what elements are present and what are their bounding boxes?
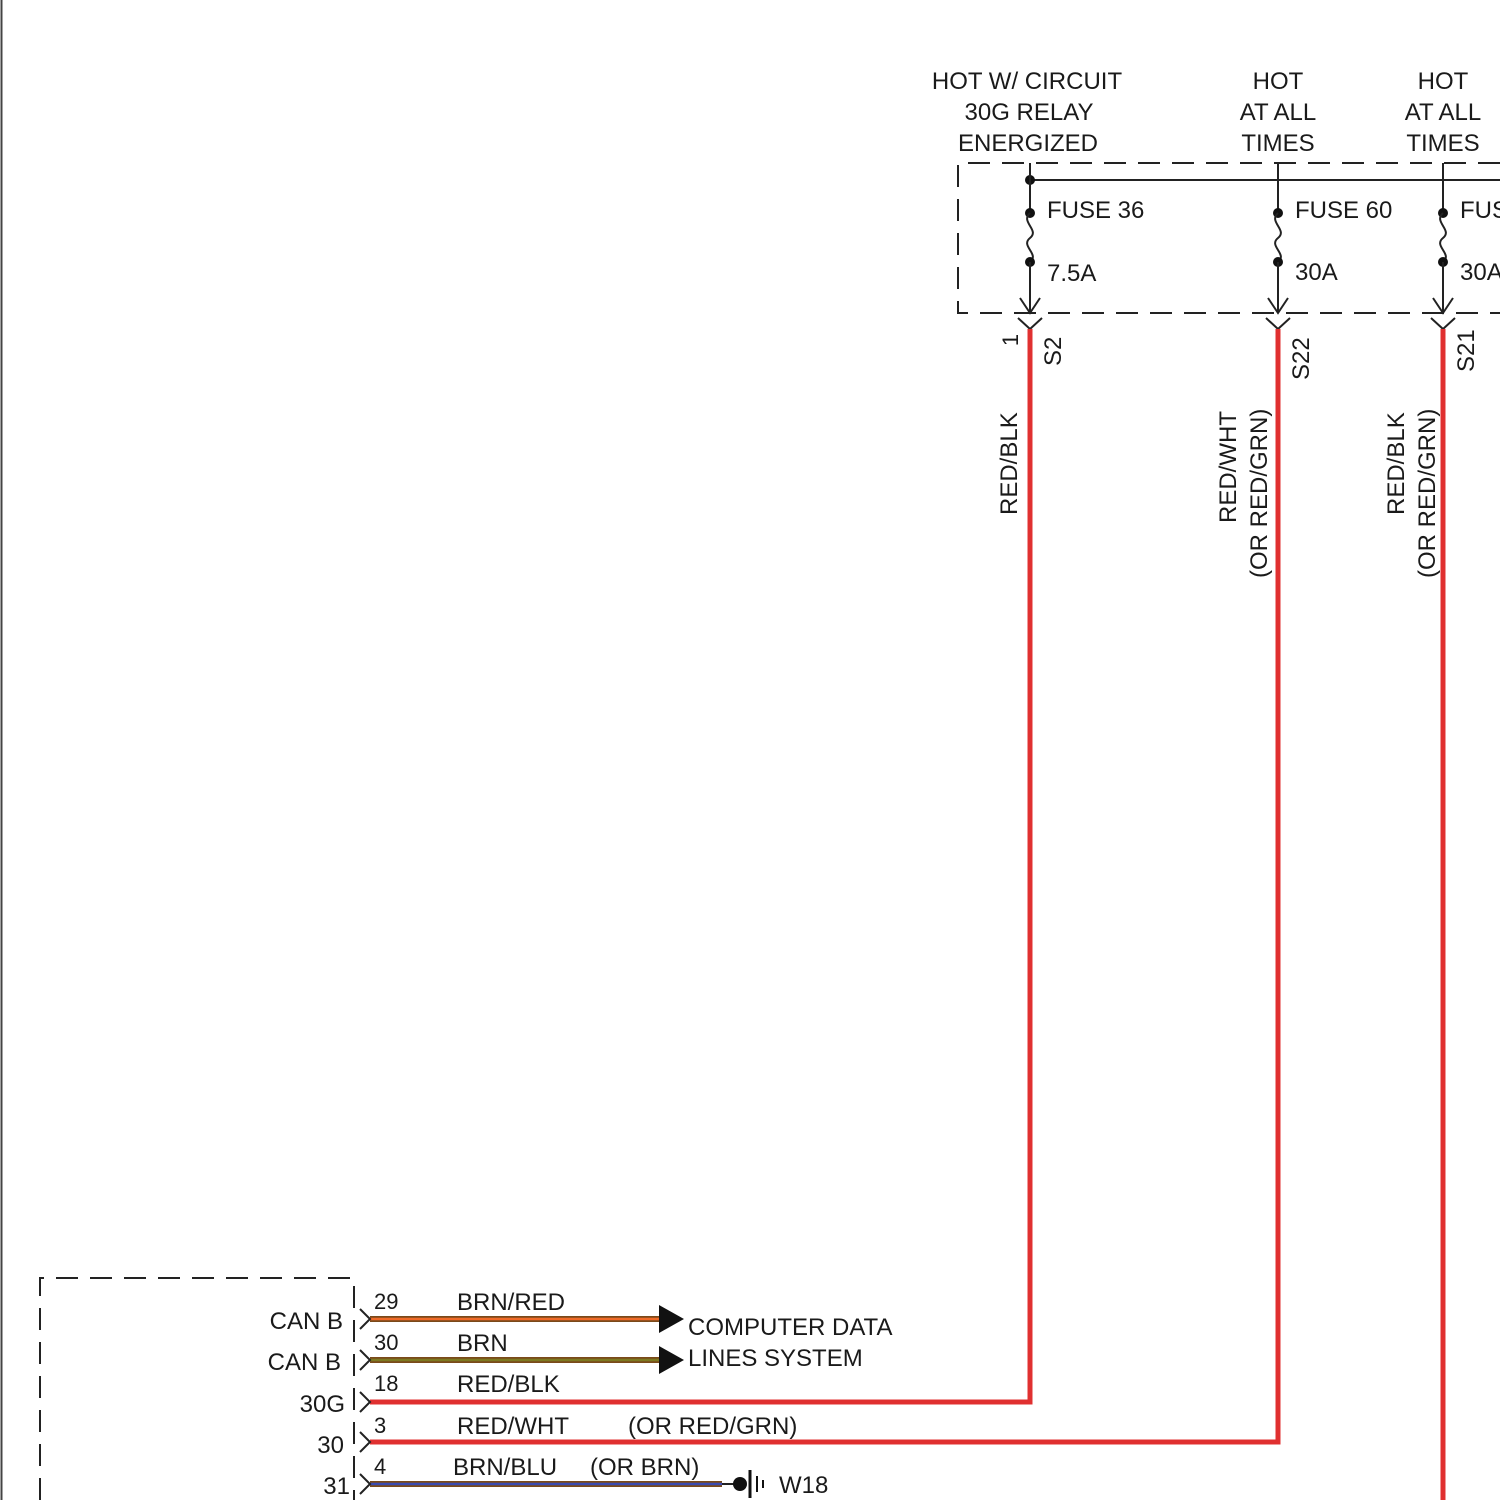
pin-number: 3: [374, 1413, 386, 1438]
source-header-fuse60: HOT AT ALL TIMES: [1240, 68, 1317, 157]
header-line: HOT: [1253, 68, 1304, 95]
splice-label: S21: [1453, 329, 1480, 372]
header-line: TIMES: [1241, 130, 1314, 157]
pin-chevron: [360, 1432, 370, 1452]
fuse-rating: 30A: [1295, 259, 1338, 286]
module-pin-label: 31: [323, 1473, 350, 1500]
module-pin-label: CAN B: [268, 1349, 341, 1376]
terminal-pin: 1: [998, 334, 1023, 346]
arrow-right-icon: [659, 1346, 684, 1374]
fuse-36: FUSE 36 7.5A: [1020, 163, 1144, 313]
module-pin-label: 30: [317, 1432, 344, 1459]
header-line: HOT: [1418, 68, 1469, 95]
fuse-rating: 30A: [1460, 259, 1500, 286]
ground-icon: [722, 1470, 763, 1498]
wire-color-label: RED/BLK: [996, 412, 1023, 515]
pin-chevron: [360, 1474, 370, 1494]
wire-alt-label: (OR RED/GRN): [1414, 409, 1441, 578]
wire-color-label: BRN/BLU: [453, 1454, 557, 1481]
pin-number: 4: [374, 1454, 386, 1479]
fuse-rating: 7.5A: [1047, 260, 1096, 287]
header-line: AT ALL: [1405, 99, 1482, 126]
fuse-name: FUSE 60: [1295, 197, 1392, 224]
fuse-symbol: [1440, 213, 1446, 262]
source-header-fuse3x: HOT AT ALL TIMES: [1405, 68, 1482, 157]
connector-chevron: [1431, 318, 1455, 329]
destination-line: COMPUTER DATA: [688, 1314, 892, 1341]
pin-number: 30: [374, 1330, 398, 1355]
wire-red-blk: [370, 329, 1030, 1402]
wire-color-label: BRN: [457, 1330, 508, 1357]
wire-alt-label: (OR RED/GRN): [628, 1413, 797, 1440]
header-line: ENERGIZED: [958, 130, 1098, 157]
arrow-right-icon: [659, 1305, 684, 1333]
header-line: AT ALL: [1240, 99, 1317, 126]
header-line: HOT W/ CIRCUIT: [932, 68, 1123, 95]
connector-chevron: [1266, 318, 1290, 329]
pin-number: 18: [374, 1371, 398, 1396]
source-header-fuse36: HOT W/ CIRCUIT 30G RELAY ENERGIZED: [932, 68, 1123, 157]
ground-label: W18: [779, 1472, 828, 1499]
fuse-symbol: [1275, 213, 1281, 262]
wire-color-label: RED/BLK: [457, 1371, 560, 1398]
fuse-symbol: [1027, 213, 1033, 262]
fuse-name: FUS: [1460, 197, 1500, 224]
wire-color-label: RED/BLK: [1383, 412, 1410, 515]
wire-color-label: RED/WHT: [1215, 411, 1242, 523]
module-pin-label: 30G: [300, 1391, 345, 1418]
module-pin-label: CAN B: [270, 1308, 343, 1335]
pin-chevron: [360, 1392, 370, 1412]
fuse-box-outline: [958, 163, 1500, 313]
pin-chevron: [360, 1350, 370, 1370]
fuse-name: FUSE 36: [1047, 197, 1144, 224]
destination-line: LINES SYSTEM: [688, 1345, 863, 1372]
connector-chevron: [1018, 318, 1042, 329]
wire-alt-label: (OR BRN): [590, 1454, 699, 1481]
wire-color-label: RED/WHT: [457, 1413, 569, 1440]
wire-color-label: BRN/RED: [457, 1289, 565, 1316]
header-line: TIMES: [1406, 130, 1479, 157]
wire-red-wht: [370, 329, 1278, 1442]
pin-number: 29: [374, 1289, 398, 1314]
header-line: 30G RELAY: [965, 99, 1094, 126]
wire-alt-label: (OR RED/GRN): [1246, 409, 1273, 578]
fuse-60: FUSE 60 30A: [1268, 163, 1392, 313]
splice-label: S22: [1288, 337, 1315, 380]
pin-chevron: [360, 1309, 370, 1329]
splice-label: S2: [1040, 337, 1067, 366]
fuse-cut-off: FUS 30A: [1433, 163, 1500, 313]
